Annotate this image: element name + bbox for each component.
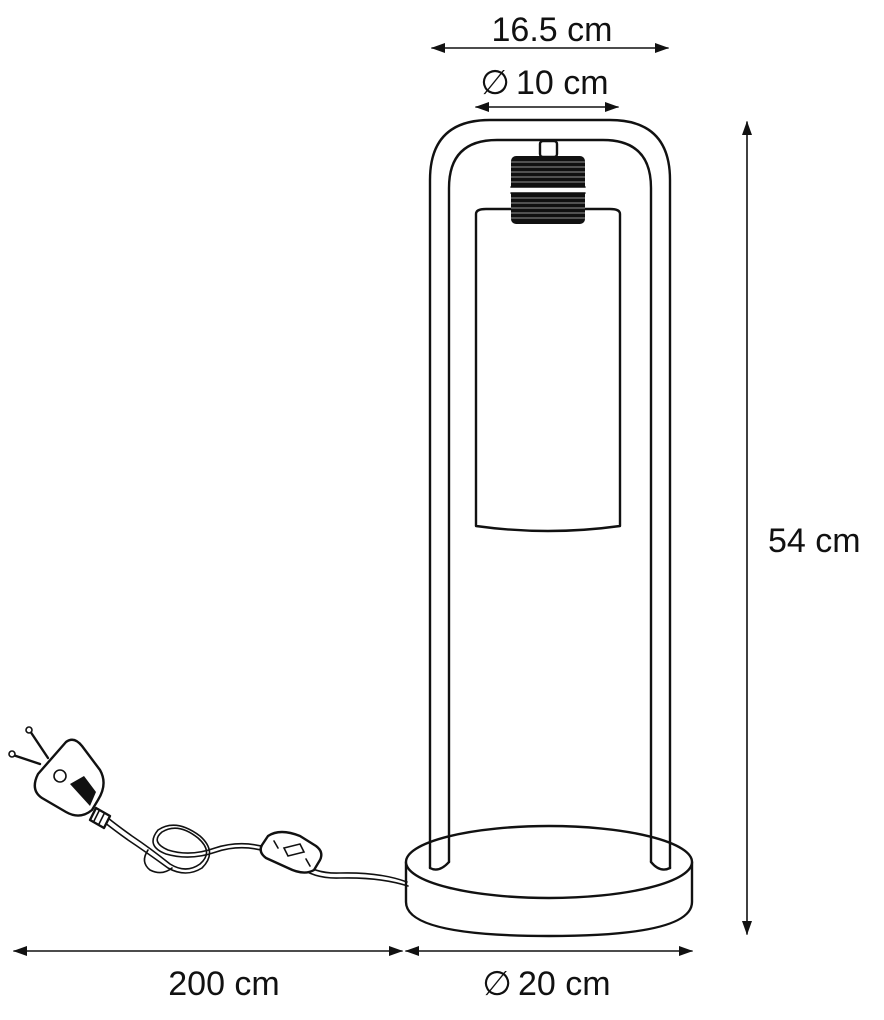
dimension-height: 54 cm: [742, 121, 861, 935]
label-cord-length: 200 cm: [168, 965, 280, 1003]
dimension-shade-diameter: ∅ 10 cm: [475, 64, 619, 112]
diameter-symbol-base: ∅: [482, 965, 512, 1003]
lamp-base: [404, 824, 694, 938]
label-height: 54 cm: [768, 522, 861, 560]
lamp-socket: [510, 139, 586, 224]
label-top-width: 16.5 cm: [492, 11, 613, 49]
dimension-top-width: 16.5 cm: [431, 11, 669, 53]
lamp-shade: [474, 207, 622, 533]
power-cord: [103, 817, 409, 887]
inline-switch: [259, 830, 323, 874]
label-shade-diameter: 10 cm: [516, 64, 609, 102]
plug: [8, 726, 112, 830]
label-base-diameter: 20 cm: [518, 965, 611, 1003]
dimension-base-diameter: ∅ 20 cm: [405, 946, 693, 1003]
dimension-cord-length: 200 cm: [13, 946, 403, 1003]
diameter-symbol-shade: ∅: [480, 64, 510, 102]
